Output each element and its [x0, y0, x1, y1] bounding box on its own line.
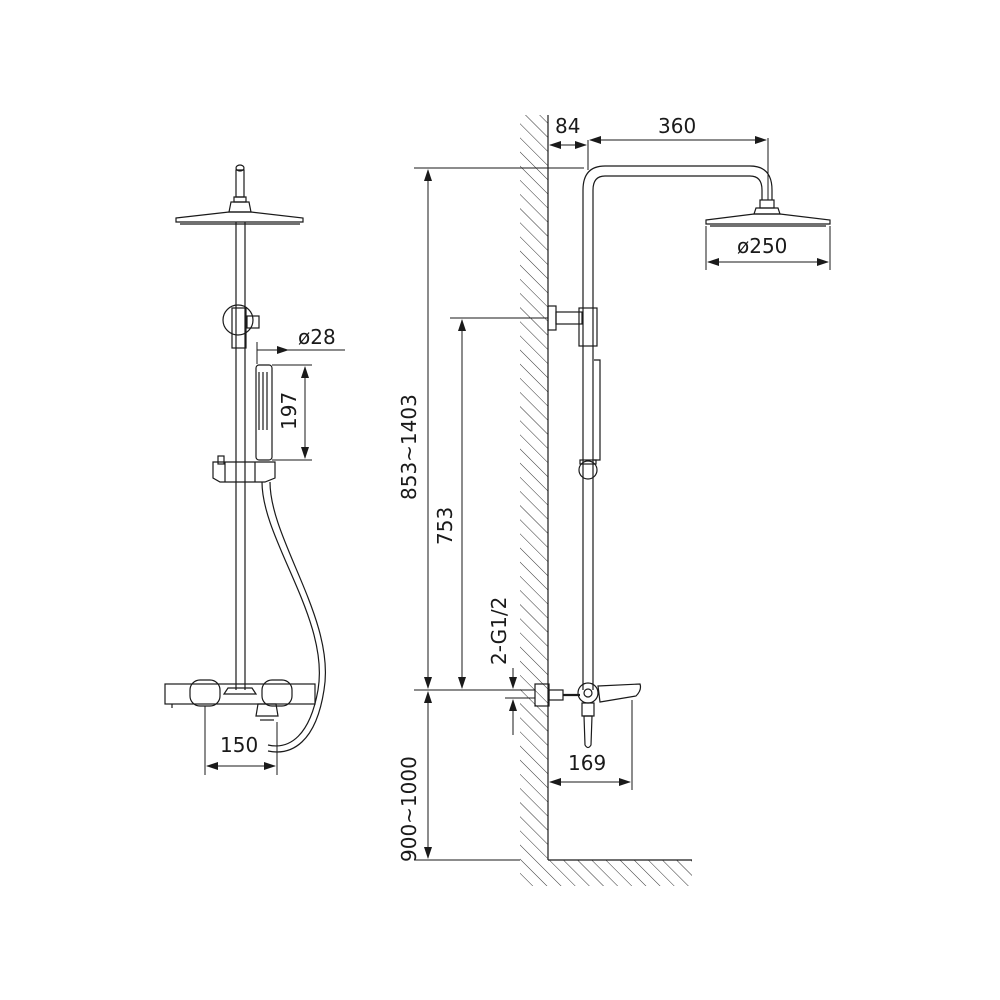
dim-bracket-height: 753 — [433, 317, 548, 689]
dim-arm-reach: 360 — [589, 114, 769, 200]
side-mixer-valve — [534, 682, 642, 749]
dim-mount-height: 900~1000 — [397, 691, 520, 862]
dim-spout-reach: 169 — [549, 700, 633, 790]
dim-inlet-spec-label: 2-G1/2 — [487, 597, 511, 665]
front-hose — [261, 481, 326, 753]
front-view: ø28 197 150 — [164, 164, 345, 775]
dim-column-height-label: 853~1403 — [397, 394, 421, 500]
floor-section — [520, 859, 692, 886]
dim-arm-reach-label: 360 — [658, 114, 696, 138]
dim-bracket-height-label: 753 — [433, 507, 457, 545]
dim-pipe-diameter: ø28 — [256, 325, 345, 364]
front-shower-head — [175, 164, 304, 225]
dim-pipe-diameter-label: ø28 — [298, 325, 336, 349]
side-shower-head — [705, 199, 831, 227]
dim-handshower-length-label: 197 — [277, 392, 301, 430]
dim-wall-offset: 84 — [549, 114, 589, 170]
dim-head-diameter: ø250 — [705, 226, 831, 270]
front-mixer-valve — [164, 679, 316, 721]
dim-head-diameter-label: ø250 — [737, 234, 787, 258]
dim-column-height: 853~1403 — [397, 167, 584, 691]
front-slide-holder — [212, 455, 276, 483]
dim-valve-width: 150 — [204, 706, 278, 775]
dim-wall-offset-label: 84 — [555, 114, 580, 138]
wall-section — [520, 115, 549, 860]
side-vertical-pole — [582, 190, 594, 690]
side-view: 84 360 ø250 853~1403 753 — [397, 114, 831, 886]
dim-valve-width-label: 150 — [220, 733, 258, 757]
side-hand-shower — [578, 359, 601, 480]
front-wall-bracket — [222, 304, 260, 349]
dim-inlet-spec: 2-G1/2 — [487, 597, 535, 735]
side-wall-bracket — [547, 305, 598, 347]
front-hand-shower — [255, 364, 273, 461]
dim-mount-height-label: 900~1000 — [397, 756, 421, 862]
front-vertical-pole — [235, 222, 246, 690]
side-shower-arm — [582, 165, 773, 200]
dim-handshower-length: 197 — [272, 364, 312, 461]
dim-spout-reach-label: 169 — [568, 751, 606, 775]
